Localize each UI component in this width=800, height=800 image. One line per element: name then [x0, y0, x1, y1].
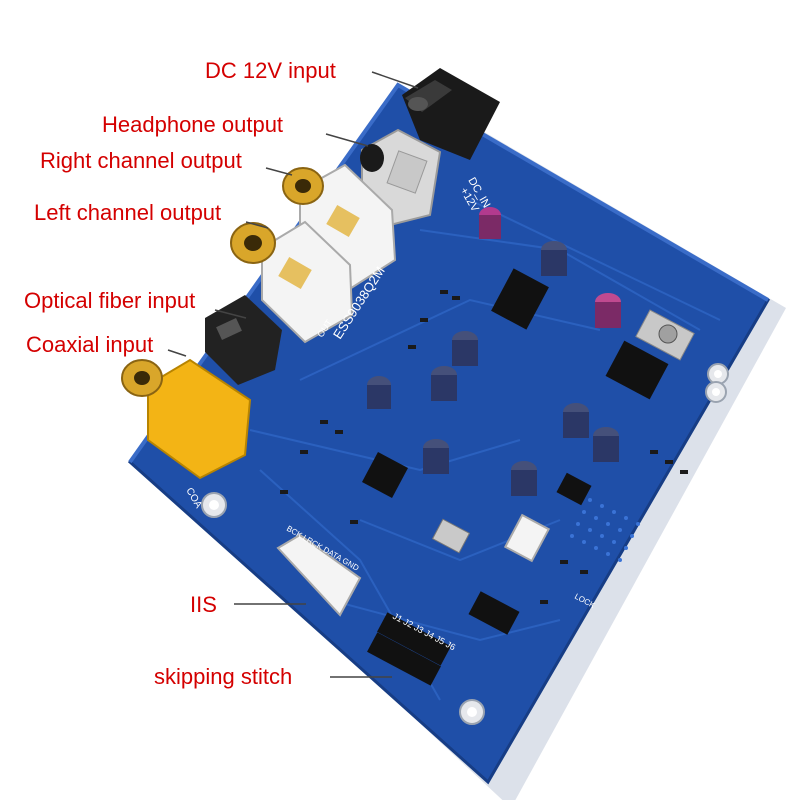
integrated-circuits	[362, 268, 592, 635]
right-channel-output-label: Right channel output	[40, 148, 242, 173]
pcb-traces	[249, 199, 721, 701]
jumper-pins	[367, 612, 451, 686]
smd-components	[280, 290, 688, 604]
iis-label: IIS	[190, 592, 217, 617]
optical-fiber-input-label: Optical fiber input	[24, 288, 196, 313]
voltage-regulator	[605, 309, 695, 400]
rca-outputs	[230, 163, 397, 344]
dc-jack	[402, 68, 500, 160]
skipping-stitch-label: skipping stitch	[154, 664, 293, 689]
leader-lines	[167, 71, 419, 678]
coaxial-input	[121, 358, 252, 480]
ground-plane-dots	[570, 498, 640, 562]
coaxial-input-label: Coaxial input	[26, 332, 154, 357]
headphone-output-label: Headphone output	[102, 112, 284, 137]
dc-input-label: DC 12V input	[205, 58, 336, 83]
optical-input	[205, 295, 282, 385]
capacitors	[367, 207, 621, 496]
iis-header	[276, 513, 551, 617]
left-channel-output-label: Left channel output	[34, 200, 222, 225]
mounting-holes	[201, 363, 729, 725]
